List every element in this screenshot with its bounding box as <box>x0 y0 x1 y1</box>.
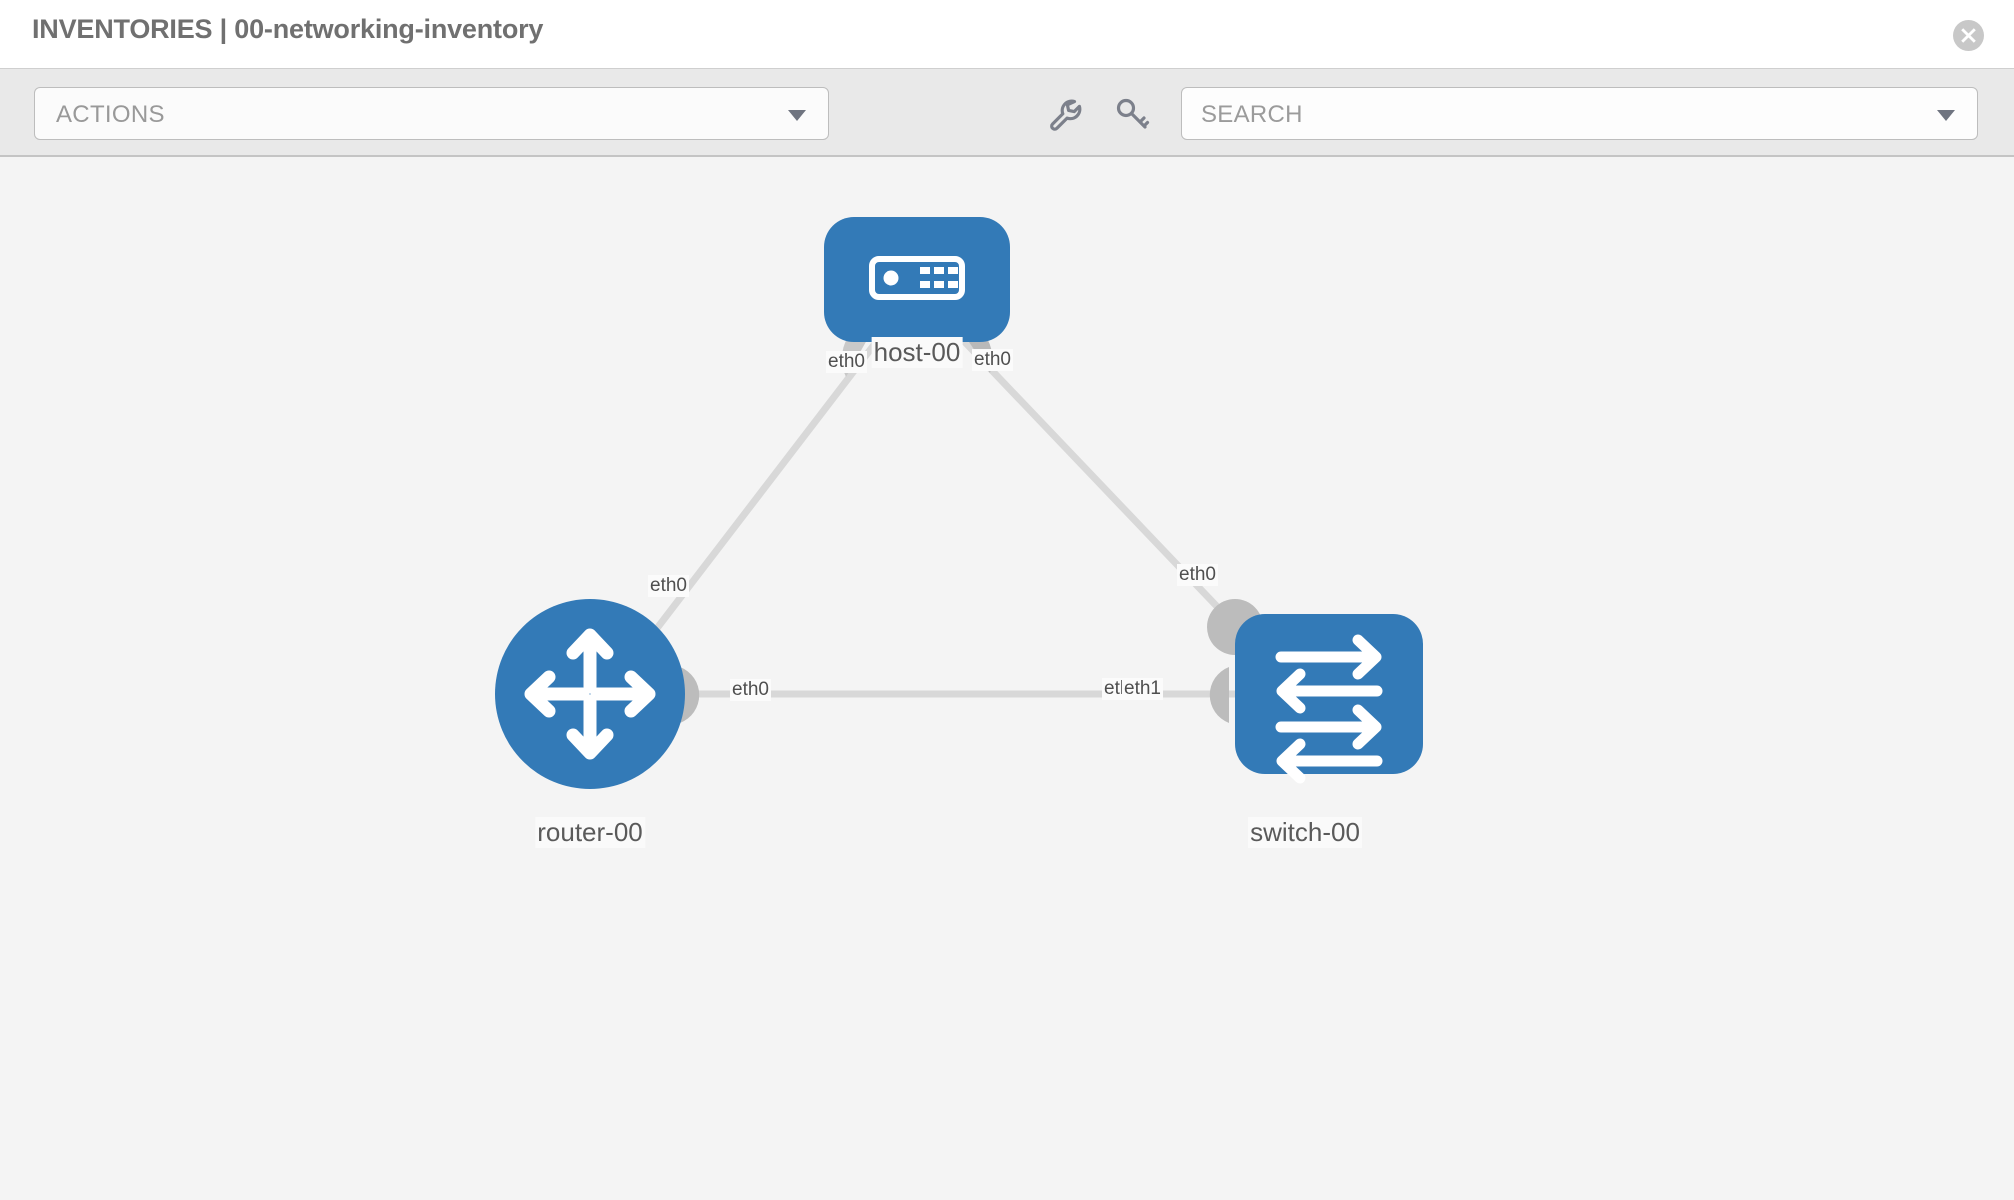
page-header: INVENTORIES | 00-networking-inventory <box>0 0 2014 68</box>
iface-label-switch-eth0-uplink: eth0 <box>1177 564 1218 586</box>
search-placeholder: SEARCH <box>1201 101 1303 128</box>
connector-switch-left[interactable] <box>1209 667 1229 723</box>
connector-router-right[interactable] <box>680 667 700 723</box>
node-switch-00[interactable] <box>1235 614 1423 784</box>
topology-links <box>632 334 1251 698</box>
chevron-down-icon[interactable] <box>1937 110 1955 121</box>
iface-label-host-eth0-right: eth0 <box>972 349 1013 371</box>
node-host-00[interactable] <box>824 217 1010 342</box>
node-router-00[interactable] <box>495 599 685 789</box>
node-label-switch-00: switch-00 <box>1248 817 1362 848</box>
topology-canvas[interactable]: host-00 router-00 switch-00 eth0 eth0 et… <box>0 157 2014 1200</box>
actions-dropdown[interactable]: ACTIONS <box>34 87 829 140</box>
search-input[interactable]: SEARCH <box>1181 87 1978 140</box>
iface-label-router-eth0-uplink: eth0 <box>648 575 689 597</box>
iface-label-switch-eth1: eth1 <box>1122 678 1163 700</box>
topology-connectors <box>680 317 1263 723</box>
link-host-router[interactable] <box>632 334 883 660</box>
page-title: INVENTORIES | 00-networking-inventory <box>32 14 544 44</box>
close-icon[interactable] <box>1953 20 1984 51</box>
iface-label-router-eth0: eth0 <box>730 679 771 701</box>
topology-graph <box>495 217 1423 789</box>
link-host-switch[interactable] <box>957 334 1251 642</box>
node-label-router-00: router-00 <box>535 817 645 848</box>
wrench-icon[interactable] <box>1045 95 1083 133</box>
actions-dropdown-label: ACTIONS <box>56 101 165 128</box>
node-label-host-00: host-00 <box>871 337 963 368</box>
iface-label-host-eth0-left: eth0 <box>826 351 867 373</box>
toolbar: ACTIONS SEARCH <box>0 68 2014 157</box>
chevron-down-icon <box>788 110 806 121</box>
key-icon[interactable] <box>1113 95 1151 133</box>
